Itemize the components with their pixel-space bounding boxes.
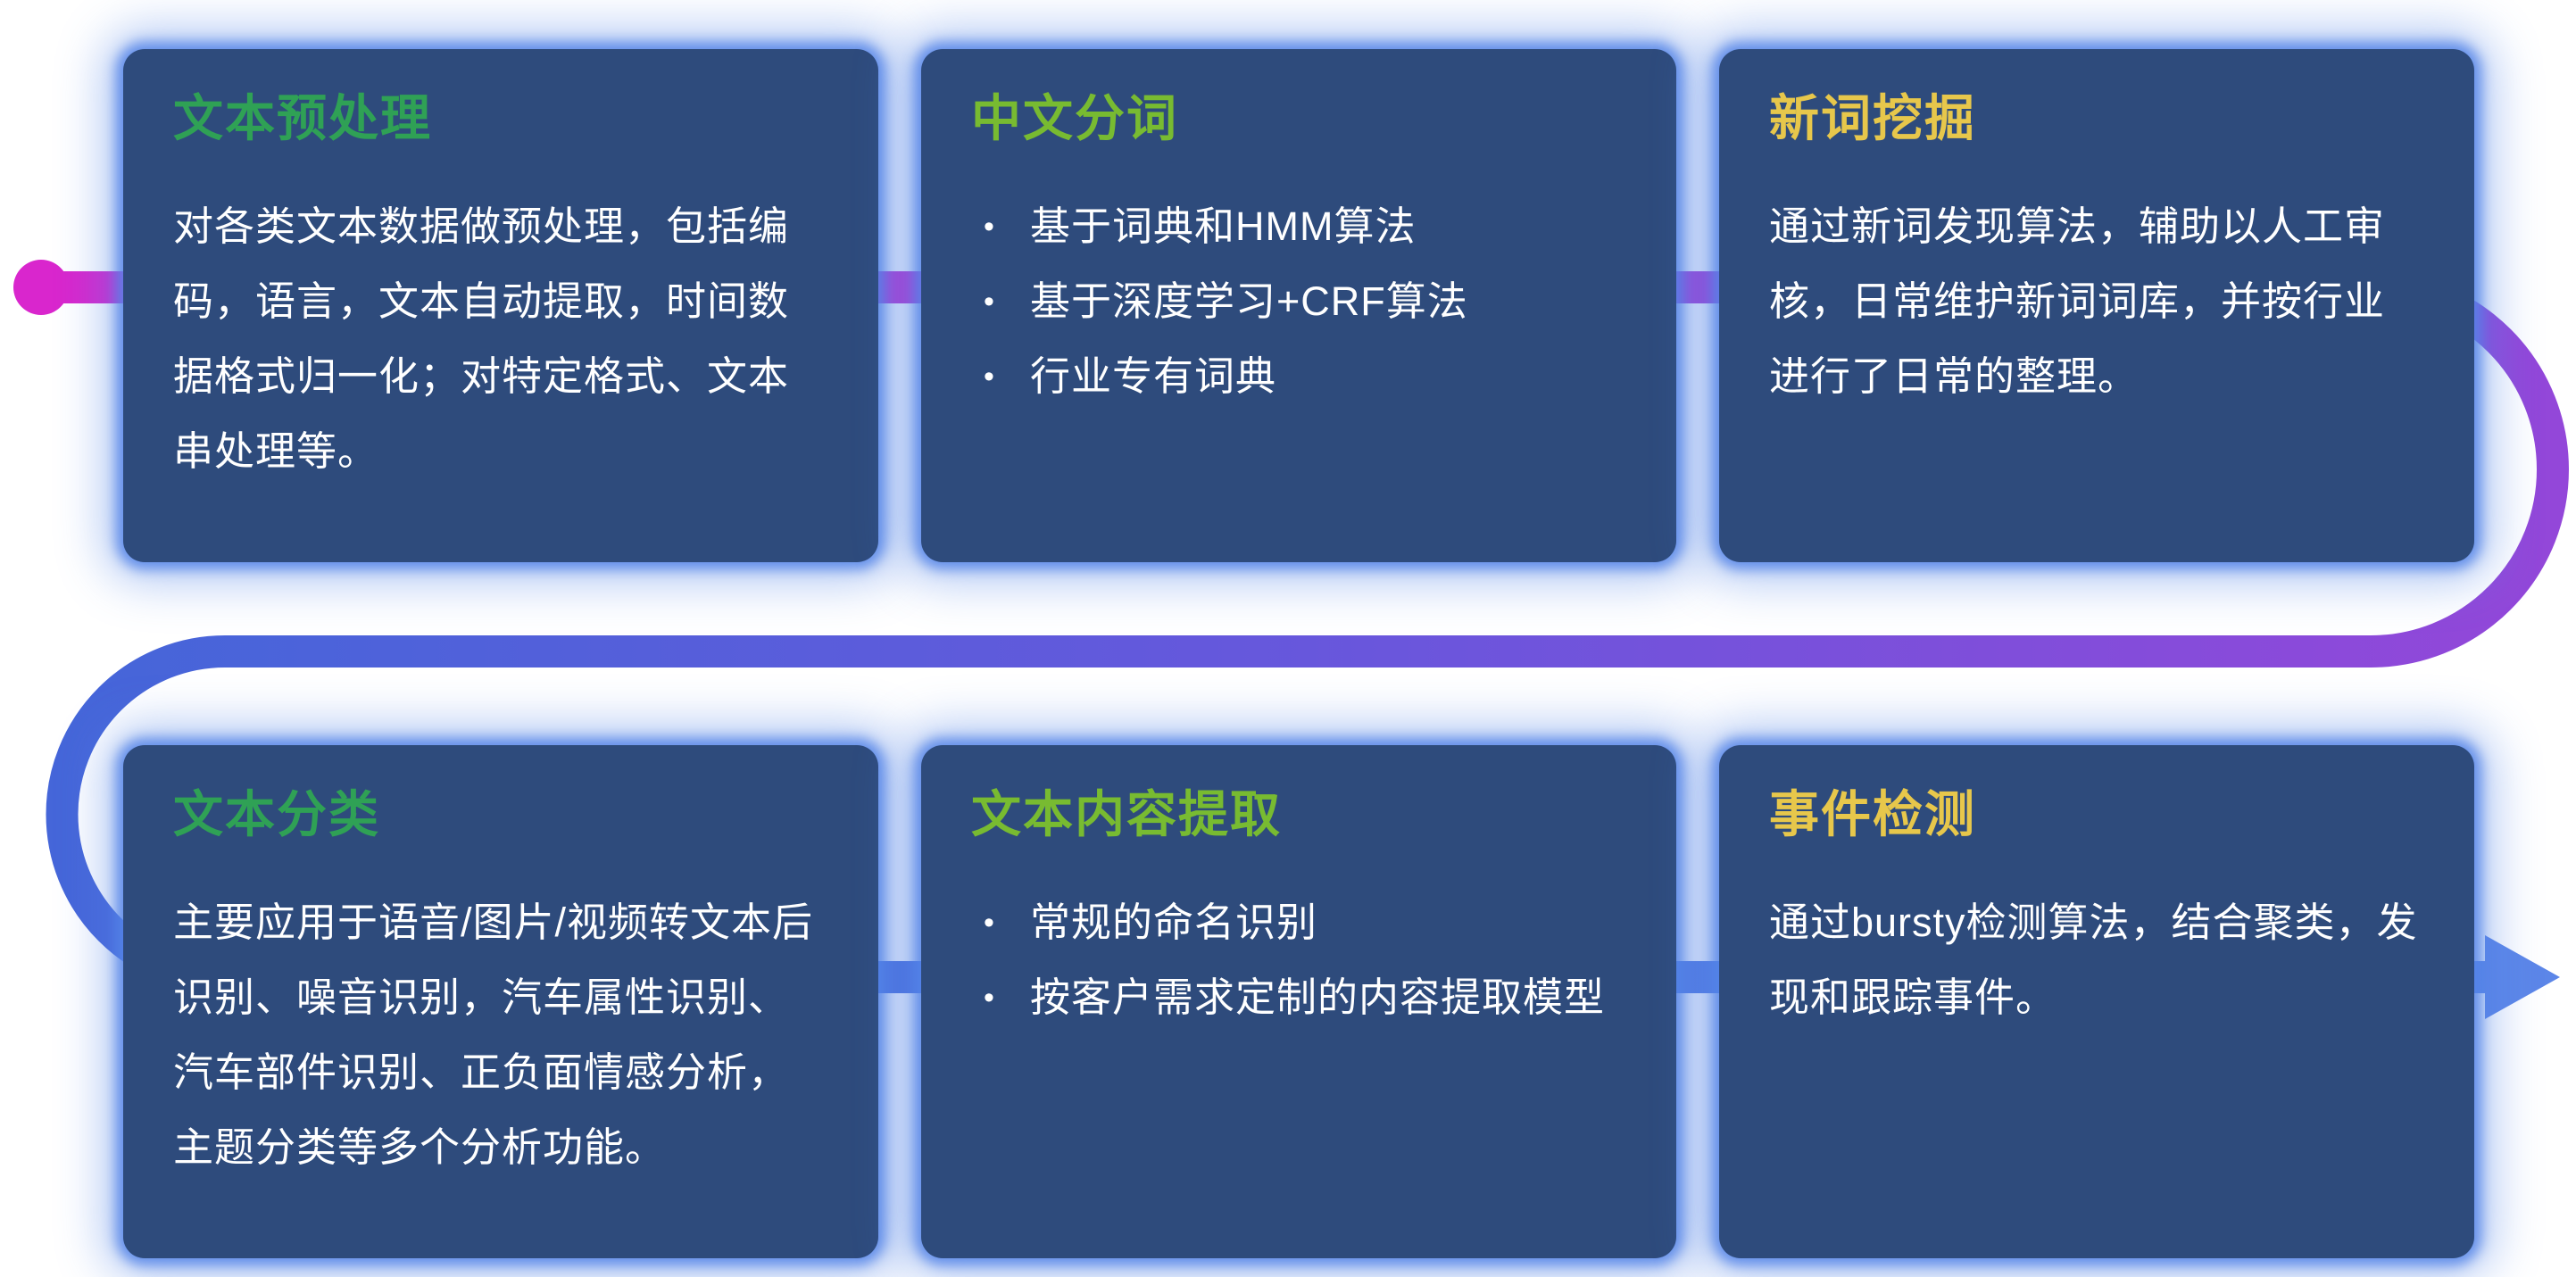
flow-arrow-icon [2485,935,2560,1019]
card-body: 通过bursty检测算法，结合聚类，发现和跟踪事件。 [1769,900,2418,1021]
bullet-item: 按客户需求定制的内容提取模型 [971,960,1626,1035]
card-title: 中文分词 [971,90,1178,146]
bullet-item: 常规的命名识别 [971,885,1626,960]
card-new-word-mining: 新词挖掘 通过新词发现算法，辅助以人工审核，日常维护新词词库，并按行业进行了日常… [1719,49,2474,562]
bullet-item: 基于词典和HMM算法 [971,189,1626,264]
bullet-item: 行业专有词典 [971,339,1626,414]
card-bullet-list: 基于词典和HMM算法 基于深度学习+CRF算法 行业专有词典 [971,189,1626,414]
card-body: 主要应用于语音/图片/视频转文本后识别、噪音识别，汽车属性识别、汽车部件识别、正… [173,900,814,1171]
card-body: 对各类文本数据做预处理，包括编码，语言，文本自动提取，时间数据格式归一化；对特定… [173,203,790,475]
card-chinese-word-segmentation: 中文分词 基于词典和HMM算法 基于深度学习+CRF算法 行业专有词典 [921,49,1676,562]
card-title: 文本预处理 [173,90,432,146]
flow-start-dot-icon [13,260,69,315]
card-text-preprocessing: 文本预处理 对各类文本数据做预处理，包括编码，语言，文本自动提取，时间数据格式归… [123,49,878,562]
card-title: 新词挖掘 [1769,90,1976,146]
card-title: 文本分类 [173,786,380,842]
card-text-content-extraction: 文本内容提取 常规的命名识别 按客户需求定制的内容提取模型 [921,745,1676,1258]
card-title: 事件检测 [1769,786,1976,842]
card-event-detection: 事件检测 通过bursty检测算法，结合聚类，发现和跟踪事件。 [1719,745,2474,1258]
card-bullet-list: 常规的命名识别 按客户需求定制的内容提取模型 [971,885,1626,1035]
card-text-classification: 文本分类 主要应用于语音/图片/视频转文本后识别、噪音识别，汽车属性识别、汽车部… [123,745,878,1258]
card-body: 通过新词发现算法，辅助以人工审核，日常维护新词词库，并按行业进行了日常的整理。 [1769,203,2386,400]
bullet-item: 基于深度学习+CRF算法 [971,264,1626,339]
flow-line-loop [46,271,2569,993]
card-title: 文本内容提取 [971,786,1282,842]
